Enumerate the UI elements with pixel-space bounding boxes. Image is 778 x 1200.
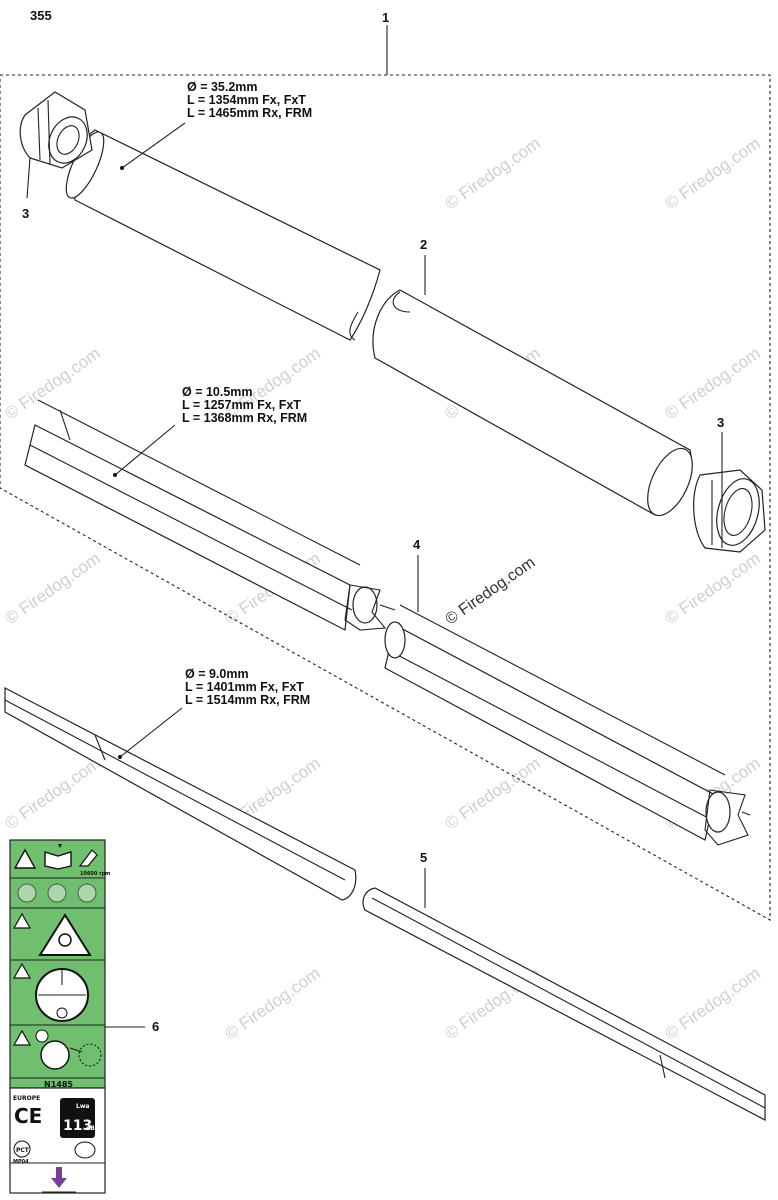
watermark: © Firedog.com bbox=[1, 754, 103, 834]
decal-pct: PCT bbox=[16, 1147, 30, 1154]
dim-liner-length-rx: L = 1368mm Rx, FRM bbox=[182, 411, 307, 425]
sound-level-value: 113 bbox=[63, 1118, 92, 1134]
dim-tube-length-rx: L = 1465mm Rx, FRM bbox=[187, 106, 312, 120]
decal-lwa: Lwa bbox=[76, 1103, 89, 1110]
callout-4-group: 4 bbox=[413, 537, 421, 612]
dim-liner-diameter: Ø = 10.5mm bbox=[182, 385, 253, 399]
callout-2: 2 bbox=[420, 237, 427, 252]
tube-part bbox=[65, 129, 693, 517]
decal-pct-code: MP04 bbox=[13, 1159, 29, 1165]
tool-icon bbox=[78, 849, 98, 867]
cap-right bbox=[693, 469, 766, 553]
callout-2-group: 2 bbox=[420, 237, 427, 295]
page-number: 355 bbox=[30, 8, 52, 23]
warning-triangle-icon bbox=[12, 912, 32, 929]
ce-mark: CE bbox=[14, 1104, 42, 1128]
manual-book-icon bbox=[44, 851, 72, 870]
dim-shaft-length-rx: L = 1514mm Rx, FRM bbox=[185, 693, 310, 707]
watermark: © Firedog.com bbox=[661, 134, 763, 214]
sound-level-icon bbox=[60, 1098, 95, 1138]
warning-triangle-icon bbox=[13, 848, 37, 869]
certification-mark-icon bbox=[74, 1141, 96, 1159]
blade-icon bbox=[35, 1029, 49, 1043]
assembly-boundary: 1 bbox=[0, 10, 771, 921]
watermark: © Firedog.com bbox=[221, 964, 323, 1044]
callout-3-right-group: 3 bbox=[717, 415, 724, 478]
dim-tube: Ø = 35.2mm L = 1354mm Fx, FxT L = 1465mm… bbox=[120, 80, 312, 170]
decal-region: EUROPE bbox=[13, 1095, 40, 1102]
down-arrow-icon bbox=[51, 1167, 67, 1188]
drive-shaft-part bbox=[4, 687, 766, 1121]
boots-icon bbox=[77, 883, 97, 903]
watermark-dark: © Firedog.com bbox=[443, 554, 539, 628]
gloves-icon bbox=[47, 883, 67, 903]
dim-shaft-diameter: Ø = 9.0mm bbox=[185, 667, 249, 681]
watermark: © Firedog.com bbox=[661, 964, 763, 1044]
watermark: © Firedog.com bbox=[661, 344, 763, 424]
callout-3-left-group: 3 bbox=[22, 157, 31, 221]
dim-liner-length-fx: L = 1257mm Fx, FxT bbox=[182, 398, 301, 412]
callout-3-left: 3 bbox=[22, 206, 29, 221]
dim-shaft: Ø = 9.0mm L = 1401mm Fx, FxT L = 1514mm … bbox=[118, 667, 310, 759]
decal-code: N1485 bbox=[44, 1080, 73, 1089]
dim-shaft-length-fx: L = 1401mm Fx, FxT bbox=[185, 680, 304, 694]
callout-5: 5 bbox=[420, 850, 427, 865]
cap-left bbox=[19, 91, 93, 169]
watermark: © Firedog.com bbox=[661, 549, 763, 629]
sound-level-unit: dB bbox=[86, 1125, 95, 1132]
warning-triangle-icon bbox=[12, 1029, 32, 1046]
watermark: © Firedog.com bbox=[441, 754, 543, 834]
watermark: © Firedog.com bbox=[441, 134, 543, 214]
kickback-icon bbox=[40, 1040, 70, 1070]
callout-3-right: 3 bbox=[717, 415, 724, 430]
callout-5-group: 5 bbox=[420, 850, 427, 908]
callout-6: 6 bbox=[152, 1019, 159, 1034]
decal-rpm: 10600 rpm bbox=[80, 871, 110, 877]
dim-tube-diameter: Ø = 35.2mm bbox=[187, 80, 258, 94]
watermark: © Firedog.com bbox=[1, 344, 103, 424]
watermark: © Firedog.com bbox=[1, 549, 103, 629]
thrown-object-hazard-icon bbox=[38, 913, 92, 956]
dim-liner: Ø = 10.5mm L = 1257mm Fx, FxT L = 1368mm… bbox=[113, 385, 307, 477]
callout-1: 1 bbox=[382, 10, 389, 25]
warning-decal: 10600 rpm N1485 EUROPE CE Lwa 113 dB PCT… bbox=[9, 839, 110, 1194]
dim-tube-length-fx: L = 1354mm Fx, FxT bbox=[187, 93, 306, 107]
pct-mark-icon bbox=[13, 1140, 31, 1158]
helmet-icon bbox=[17, 883, 37, 903]
callout-4: 4 bbox=[413, 537, 421, 552]
liner-part bbox=[24, 399, 751, 846]
warning-triangle-icon bbox=[12, 962, 32, 979]
